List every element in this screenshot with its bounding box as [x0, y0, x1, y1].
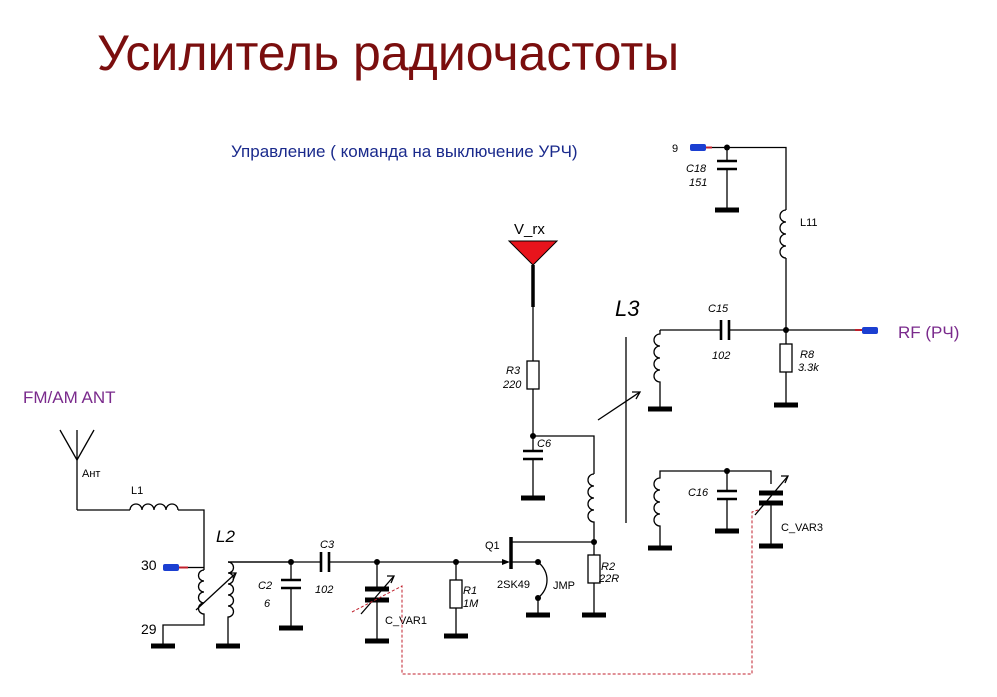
tank-top-wire — [659, 468, 772, 484]
control-input-connector — [690, 144, 712, 151]
c2-label: C2 — [258, 580, 272, 592]
page-title: Усилитель радиочастоты — [97, 25, 680, 81]
c18-value: 151 — [689, 177, 707, 189]
l2-label: L2 — [216, 527, 235, 546]
r3-value: 220 — [502, 379, 522, 391]
c18-label: C18 — [686, 163, 707, 175]
main-signal-wire — [228, 559, 502, 565]
rf-output-wire — [783, 327, 878, 334]
capacitor-c16 — [715, 471, 739, 534]
resistor-r3 — [526, 360, 540, 436]
control-pin-number: 9 — [672, 143, 678, 155]
q1-type: 2SK49 — [497, 579, 530, 591]
c16-label: C16 — [688, 487, 709, 499]
r1-label: R1 — [463, 585, 477, 597]
capacitor-c3 — [319, 552, 331, 572]
pin-29-label: 29 — [141, 621, 157, 637]
transistor-q1 — [502, 537, 594, 569]
ganged-tuning-link — [351, 509, 759, 675]
q1-label: Q1 — [485, 540, 500, 552]
c6-label: C6 — [537, 438, 552, 450]
r2-label: R2 — [601, 561, 615, 573]
control-label: Управление ( команда на выключение УРЧ) — [231, 142, 578, 161]
c2-value: 6 — [264, 598, 271, 610]
vrx-supply-symbol — [507, 240, 559, 361]
variable-capacitor-cvar3 — [754, 475, 789, 549]
capacitor-c18 — [715, 159, 739, 213]
antenna-tag: Ант — [82, 468, 100, 480]
c3-value: 102 — [315, 584, 333, 596]
r1-value: 1M — [463, 598, 479, 610]
rf-output-label: RF (РЧ) — [898, 323, 959, 342]
node-c6 — [521, 433, 595, 501]
cvar3-label: C_VAR3 — [781, 522, 823, 534]
l1-label: L1 — [131, 485, 143, 497]
pin-30-connector — [163, 564, 204, 571]
variable-capacitor-cvar1 — [360, 562, 395, 644]
c3-label: C3 — [320, 539, 335, 551]
cvar1-label: C_VAR1 — [385, 615, 427, 627]
antenna-label: FM/AM ANT — [23, 388, 116, 407]
capacitor-c15 — [660, 320, 786, 340]
inductor-l1 — [129, 503, 205, 570]
inductor-l3-tank — [648, 474, 672, 551]
capacitor-c2 — [279, 562, 303, 631]
control-wire — [712, 144, 787, 210]
resistor-r8 — [774, 330, 798, 408]
r2-value: 22R — [598, 573, 619, 585]
r8-value: 3.3k — [798, 362, 819, 374]
inductor-l3-primary — [587, 473, 597, 545]
resistor-r2 — [582, 542, 606, 618]
r3-label: R3 — [506, 365, 521, 377]
c15-label: C15 — [708, 303, 729, 315]
l3-label: L3 — [615, 296, 640, 321]
pin-30-label: 30 — [141, 557, 157, 573]
resistor-r1 — [444, 562, 468, 639]
inductor-l3-secondary — [648, 330, 672, 412]
inductor-l11 — [779, 209, 787, 330]
l11-label: L11 — [800, 217, 818, 229]
vrx-label: V_rx — [514, 221, 545, 238]
jmp-label: JMP — [553, 580, 575, 592]
l3-tuning-link — [597, 337, 642, 523]
r8-label: R8 — [800, 349, 815, 361]
c15-value: 102 — [712, 350, 730, 362]
jumper-jmp — [526, 559, 550, 618]
antenna-symbol — [59, 429, 130, 511]
